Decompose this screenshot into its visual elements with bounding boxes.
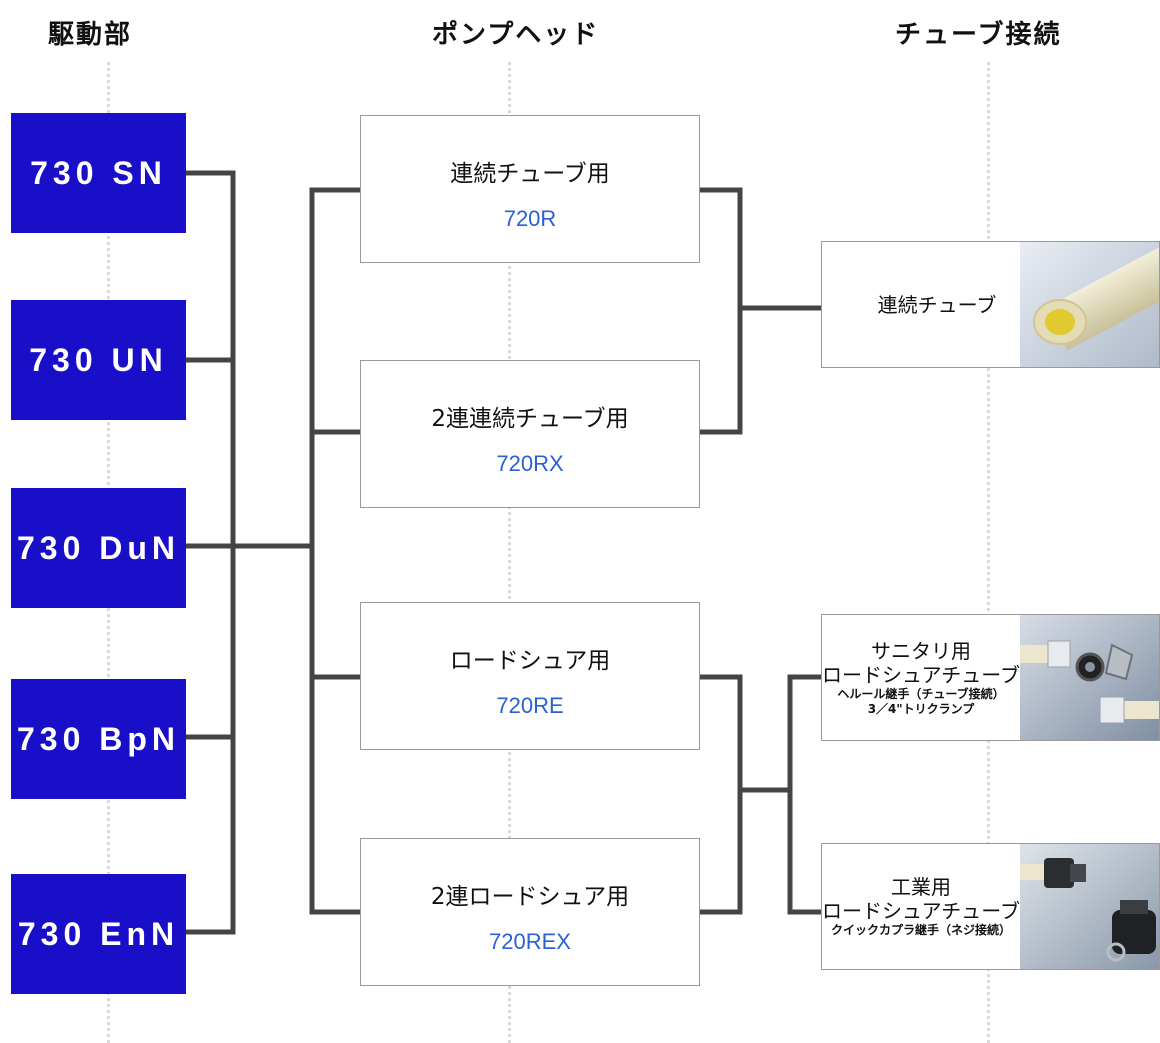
drive-730bpn: 730 BpN	[11, 679, 186, 799]
drive-730sn: 730 SN	[11, 113, 186, 233]
pumphead-model: 720RX	[496, 451, 564, 476]
tube-note: 3／4"トリクランプ	[867, 701, 975, 716]
tube-note: ヘルール継手（チューブ接続）	[837, 687, 1005, 702]
pumphead-720re: ロードシュア用 720RE	[360, 602, 700, 750]
pumphead-title: 2連ロードシュア用	[430, 884, 630, 910]
drive-730un: 730 UN	[11, 300, 186, 420]
drive-730enn: 730 EnN	[11, 874, 186, 994]
column-title-pumphead: ポンプヘッド	[432, 20, 600, 50]
pumphead-title: 連続チューブ用	[450, 161, 610, 187]
column-guide-tube	[987, 62, 990, 1043]
pumphead-720rx: 2連連続チューブ用 720RX	[360, 360, 700, 508]
column-title-tube: チューブ接続	[895, 20, 1062, 50]
pumphead-title: 2連連続チューブ用	[431, 406, 629, 432]
tube-industrial: 工業用 ロードシュアチューブ クイックカプラ継手（ネジ接続）	[821, 843, 1160, 970]
tube-label: ロードシュアチューブ	[822, 899, 1020, 924]
pumphead-model: 720R	[503, 206, 557, 231]
tube-label: 連続チューブ	[877, 292, 997, 317]
tube-note: クイックカプラ継手（ネジ接続）	[830, 923, 1011, 938]
continuous-tube-image	[1020, 242, 1159, 367]
pumphead-720r: 連続チューブ用 720R	[360, 115, 700, 263]
pumphead-model: 720REX	[489, 929, 571, 954]
tube-label: ロードシュアチューブ	[822, 663, 1020, 688]
pumphead-title: ロードシュア用	[449, 648, 611, 674]
quick-coupler-image	[1020, 844, 1159, 969]
tube-label: 工業用	[891, 875, 951, 900]
pumphead-720rex: 2連ロードシュア用 720REX	[360, 838, 700, 986]
drive-730dun: 730 DuN	[11, 488, 186, 608]
pumphead-model: 720RE	[496, 693, 564, 718]
tube-label: サニタリ用	[871, 639, 971, 664]
tube-continuous: 連続チューブ	[821, 241, 1160, 368]
tube-sanitary: サニタリ用 ロードシュアチューブ ヘルール継手（チューブ接続） 3／4"トリクラ…	[821, 614, 1160, 741]
column-guide-pumphead	[508, 62, 511, 1043]
sanitary-fitting-image	[1020, 615, 1159, 740]
column-title-drive: 駆動部	[48, 20, 133, 50]
